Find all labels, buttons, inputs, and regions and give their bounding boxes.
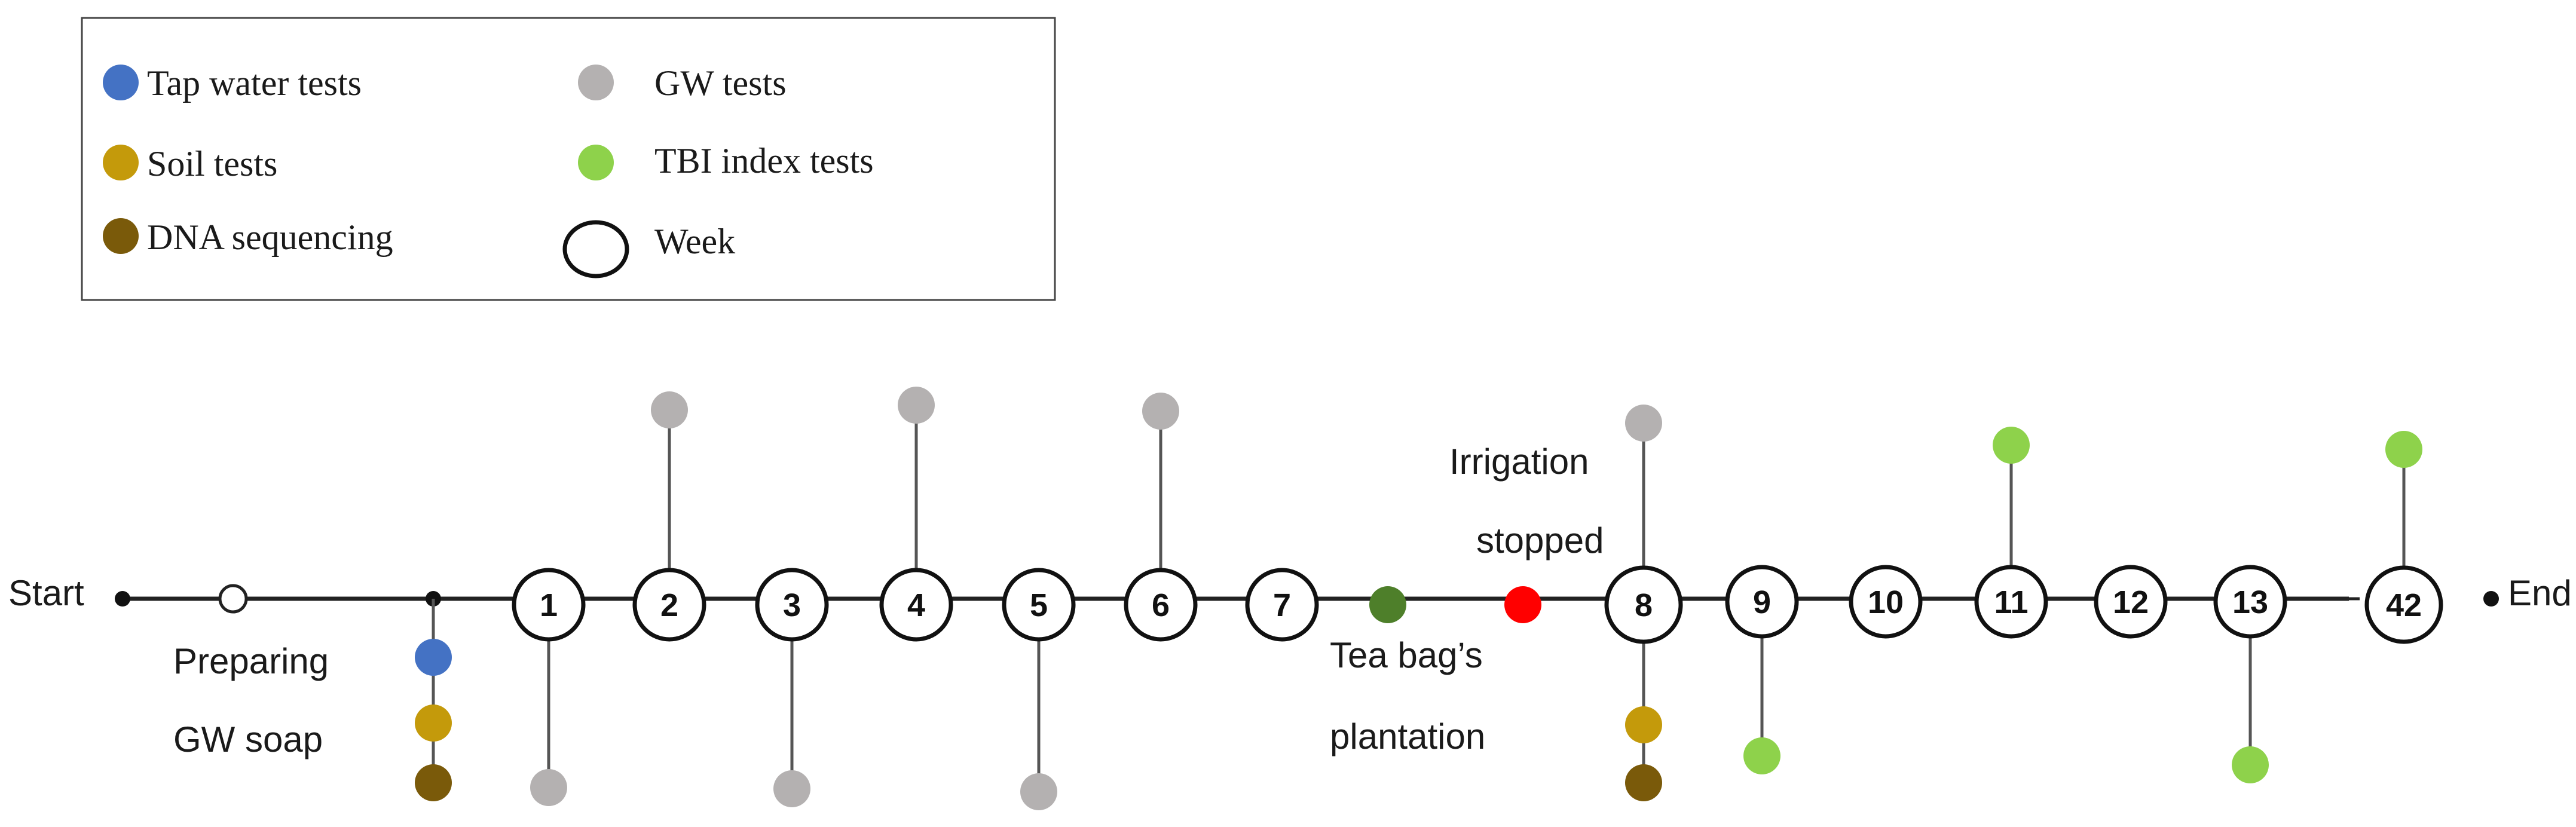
week-label: 3 [783, 587, 801, 623]
week-label: 13 [2232, 584, 2268, 620]
week-label: 5 [1030, 587, 1048, 623]
week-10-marker: 10 [1849, 565, 1923, 639]
preparing-open-point [218, 584, 248, 614]
week-circle [632, 568, 706, 642]
week-circle [879, 568, 953, 642]
week-circle [1974, 565, 2048, 639]
gw-test-dot-week-4 [898, 387, 935, 424]
week-circle [1245, 568, 1319, 642]
tbi-test-dot-week-42 [2385, 431, 2422, 468]
week-label: 10 [1868, 584, 1904, 620]
tea-bag-label-line1: Tea bag’s [1330, 635, 1483, 675]
week-2-marker: 2 [632, 568, 706, 642]
week-circle [2094, 565, 2168, 639]
end-point [2483, 591, 2499, 607]
test-dots [415, 387, 2422, 810]
timeline-labels: Start End Preparing GW soap Tea bag’s pl… [8, 442, 2572, 759]
tbi-test-dot-week-9 [1743, 737, 1780, 774]
week-7-marker: 7 [1245, 568, 1319, 642]
week-label: 11 [1994, 584, 2028, 620]
gw-test-dot-week-6 [1142, 393, 1179, 430]
tap-water-test-dot [415, 639, 452, 676]
week-label: 6 [1152, 587, 1170, 623]
tea-bag-plantation-dot [1369, 586, 1406, 623]
start-point [115, 591, 130, 607]
week-label: 2 [660, 587, 678, 623]
week-circle [2213, 565, 2287, 639]
tea-bag-label-line2: plantation [1330, 716, 1485, 756]
irrigation-stopped-dot [1504, 586, 1541, 623]
week-11-marker: 11 [1974, 565, 2048, 639]
week-label: 8 [1635, 587, 1653, 623]
dna-test-dot-week-8 [1625, 764, 1662, 801]
gw-test-dot-week-3 [773, 770, 810, 807]
end-label: End [2508, 573, 2572, 613]
soil-test-dot [415, 705, 452, 742]
week-label: 12 [2113, 584, 2149, 620]
soil-legend-label: Soil tests [147, 144, 277, 183]
dna-test-dot [415, 764, 452, 801]
preparing-label-line2: GW soap [173, 719, 323, 759]
preparing-label-line1: Preparing [173, 641, 329, 681]
week-circle [2364, 565, 2443, 644]
week-circle [1849, 565, 1923, 639]
week-6-marker: 6 [1124, 568, 1198, 642]
tbi-test-dot-week-11 [1993, 427, 2030, 464]
week-9-marker: 9 [1725, 565, 1799, 639]
week-42-marker: 42 [2364, 565, 2443, 644]
gw-legend-label: GW tests [654, 63, 787, 103]
tbi-legend-dot [578, 145, 614, 180]
tbi-legend-label: TBI index tests [654, 141, 874, 180]
week-label: 42 [2386, 587, 2422, 623]
gw-test-dot-week-2 [651, 391, 688, 428]
week-3-marker: 3 [755, 568, 829, 642]
gw-test-dot-week-5 [1020, 773, 1057, 810]
start-label: Start [8, 573, 84, 613]
week-8-marker: 8 [1604, 565, 1683, 644]
week-13-marker: 13 [2213, 565, 2287, 639]
gw-test-dot-week-1 [530, 769, 567, 806]
week-12-marker: 12 [2094, 565, 2168, 639]
gw-legend-dot [578, 65, 614, 100]
irrigation-label-line2: stopped [1476, 520, 1604, 560]
dna-legend-dot [103, 218, 139, 254]
week-legend-label: Week [654, 222, 735, 261]
week-circle [512, 568, 586, 642]
week-label: 7 [1273, 587, 1291, 623]
week-1-marker: 1 [512, 568, 586, 642]
week-4-marker: 4 [879, 568, 953, 642]
legend: Tap water tests Soil tests DNA sequencin… [81, 17, 1056, 301]
irrigation-label-line1: Irrigation [1449, 442, 1589, 482]
week-legend-circle [562, 220, 629, 278]
tap-water-legend-label: Tap water tests [147, 63, 362, 103]
week-circle [1725, 565, 1799, 639]
soil-test-dot-week-8 [1625, 706, 1662, 743]
week-circle [755, 568, 829, 642]
week-circle [1002, 568, 1076, 642]
week-markers: 1 2 3 4 5 6 7 8 [512, 565, 2443, 644]
dna-legend-label: DNA sequencing [147, 218, 393, 257]
week-label: 1 [540, 587, 558, 623]
tbi-test-dot-week-13 [2232, 746, 2269, 783]
tap-water-legend-dot [103, 65, 139, 100]
soil-legend-dot [103, 145, 139, 180]
week-label: 4 [907, 587, 925, 623]
week-5-marker: 5 [1002, 568, 1076, 642]
gw-test-dot-week-8 [1625, 405, 1662, 442]
week-label: 9 [1753, 584, 1771, 620]
week-circle [1604, 565, 1683, 644]
week-circle [1124, 568, 1198, 642]
